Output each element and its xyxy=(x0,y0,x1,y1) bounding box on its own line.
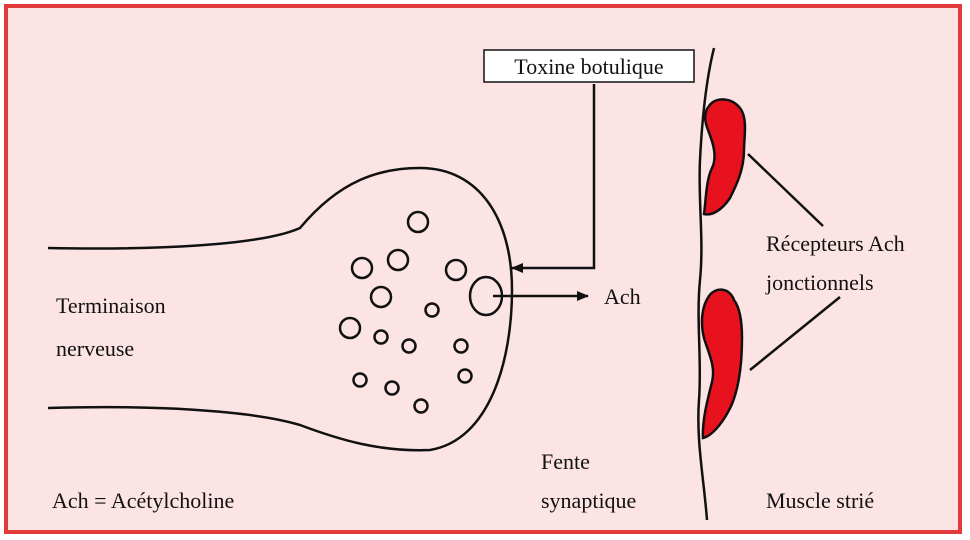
acetylcholine-legend: Ach = Acétylcholine xyxy=(52,488,234,513)
receptor-upper xyxy=(704,99,745,214)
muscle-label: Muscle strié xyxy=(766,488,874,513)
receptor-pointer-lower xyxy=(750,297,840,370)
receptor-lower xyxy=(702,290,742,438)
vesicle xyxy=(415,400,428,413)
nerve-terminal-label-line2: nerveuse xyxy=(56,336,134,361)
receptors-label-line2: jonctionnels xyxy=(765,270,874,295)
vesicle xyxy=(386,382,399,395)
vesicle xyxy=(388,250,408,270)
vesicle xyxy=(455,340,468,353)
nerve-terminal-label-line1: Terminaison xyxy=(56,293,166,318)
vesicle xyxy=(340,318,360,338)
vesicle xyxy=(403,340,416,353)
vesicle xyxy=(459,370,472,383)
toxin-inhibition-arrow xyxy=(512,84,594,268)
receptor-pointer-upper xyxy=(748,154,823,226)
toxin-label: Toxine botulique xyxy=(514,54,663,79)
vesicles xyxy=(340,212,472,413)
synaptic-cleft-label-line1: Fente xyxy=(541,449,590,474)
vesicle xyxy=(354,374,367,387)
vesicle xyxy=(375,331,388,344)
ach-label: Ach xyxy=(604,284,641,309)
receptors-label-line1: Récepteurs Ach xyxy=(766,231,905,256)
vesicle xyxy=(446,260,466,280)
synaptic-cleft-label-line2: synaptique xyxy=(541,488,636,513)
vesicle xyxy=(352,258,372,278)
vesicle xyxy=(408,212,428,232)
vesicle xyxy=(426,304,439,317)
vesicle xyxy=(371,287,391,307)
